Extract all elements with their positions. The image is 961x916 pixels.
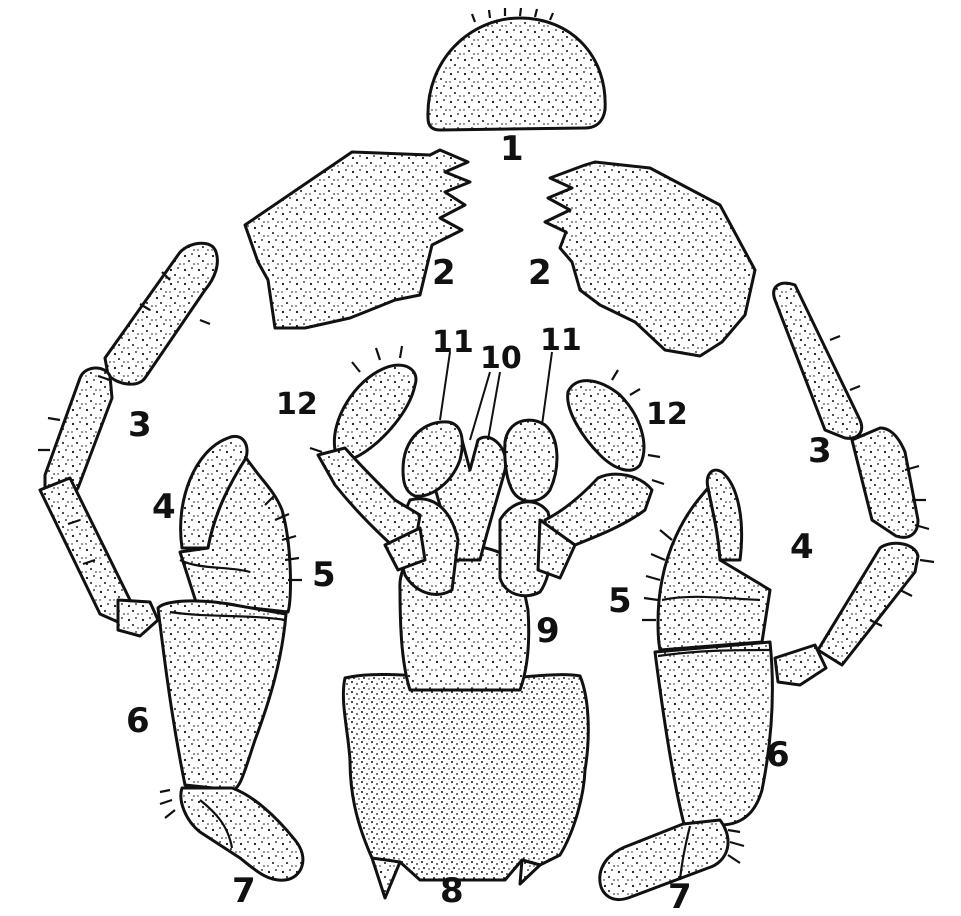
label-5-left: 5	[312, 555, 336, 595]
label-12-right: 12	[646, 397, 688, 432]
label-8: 8	[440, 871, 464, 911]
palp-segment-right-proximal	[818, 543, 918, 665]
label-10: 10	[480, 341, 522, 376]
label-2-right: 2	[528, 253, 552, 293]
palp-segment-left-middle	[45, 368, 112, 496]
label-3-right: 3	[808, 431, 832, 471]
mandible-left	[245, 150, 470, 328]
maxilla-right-stipes	[655, 642, 772, 828]
labrum	[428, 18, 605, 130]
paraglossa-right	[505, 420, 557, 501]
label-3-left: 3	[128, 405, 152, 445]
maxilla-left-stipes	[158, 601, 286, 790]
labium-submentum	[343, 675, 588, 880]
palp-segment-right-middle	[852, 428, 918, 537]
label-11-left: 11	[432, 325, 474, 360]
palp-segment-right-distal	[774, 283, 862, 438]
maxilla-right-galea	[658, 488, 770, 650]
maxilla-right-cardo	[600, 820, 728, 900]
label-4-left: 4	[152, 487, 176, 527]
label-5-right: 5	[608, 581, 632, 621]
label-6-right: 6	[766, 735, 790, 775]
label-7-left: 7	[232, 871, 256, 911]
palp-joint-left	[118, 600, 158, 636]
label-4-right: 4	[790, 527, 814, 567]
label-2-left: 2	[432, 253, 456, 293]
label-11-right: 11	[540, 323, 582, 358]
label-9: 9	[536, 611, 560, 651]
palp-joint-right	[775, 645, 826, 685]
maxilla-left-cardo	[181, 788, 303, 880]
label-6-left: 6	[126, 701, 150, 741]
label-12-left: 12	[276, 387, 318, 422]
palp-segment-left-distal	[105, 243, 217, 384]
label-7-right: 7	[668, 877, 692, 916]
labial-palp-left-distal	[334, 365, 416, 459]
label-1: 1	[500, 129, 524, 169]
